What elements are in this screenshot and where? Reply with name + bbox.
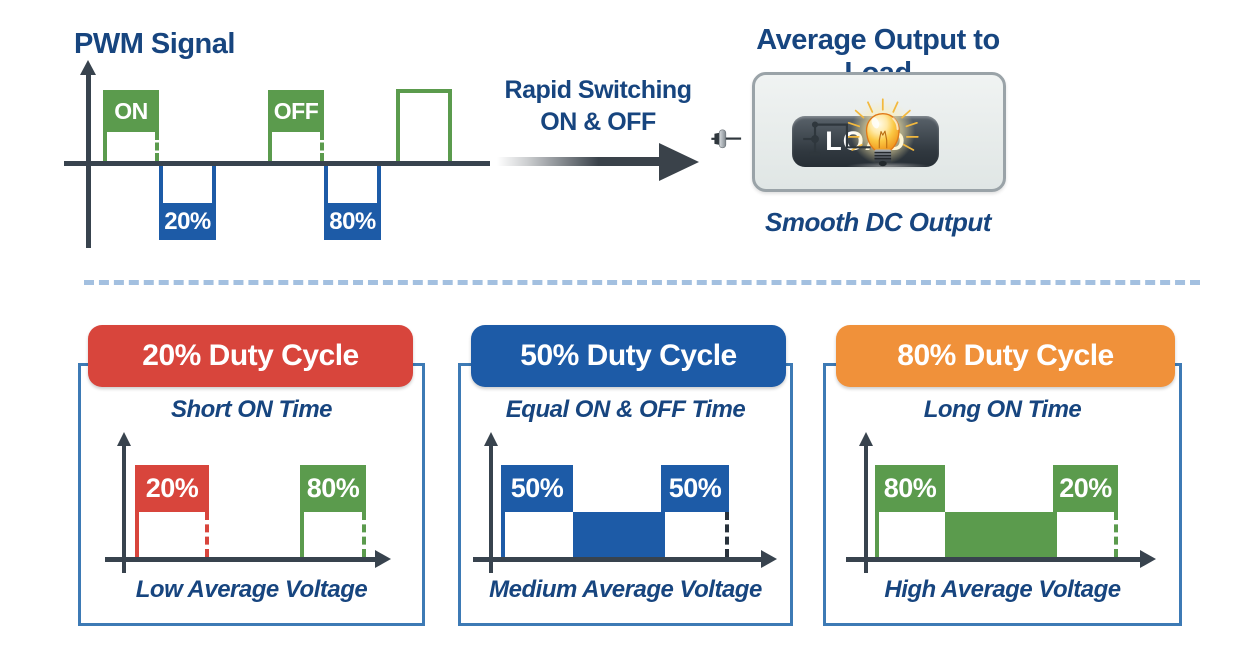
panel-subtitle: Short ON Time (170, 396, 333, 423)
mini-pulse-off: 50% (661, 465, 729, 557)
pwm-pulse-off: OFF (268, 90, 324, 161)
mini-pulse-on: 80% (875, 465, 945, 557)
transition-text-line2: ON & OFF (540, 108, 656, 136)
mini-pulse-off: 80% (300, 465, 366, 557)
pwm-signal-title: PWM Signal (74, 28, 235, 60)
off-label: OFF (268, 90, 324, 132)
dashed-edge (1114, 512, 1118, 557)
panel-subtitle: Equal ON & OFF Time (505, 396, 746, 423)
bulb-rays-icon (846, 98, 919, 151)
pulse-label: 20% (135, 465, 209, 512)
mini-x-axis (846, 557, 1142, 562)
mini-x-axis (473, 557, 763, 562)
dashed-edge (205, 512, 209, 557)
wire-to-bulb (815, 123, 871, 149)
mini-y-axis (864, 445, 868, 573)
pulse-label: 20% (1053, 465, 1118, 512)
pulse-label: 80% (875, 465, 945, 512)
mini-y-axis (122, 445, 126, 573)
dashed-edge (569, 512, 573, 557)
panel-caption: High Average Voltage (884, 576, 1121, 603)
input-connector-icon (711, 129, 742, 149)
panel-header: 50% Duty Cycle (471, 325, 786, 387)
panel-header: 80% Duty Cycle (836, 325, 1175, 387)
panel-header-label: 20% Duty Cycle (142, 339, 359, 372)
section-divider (84, 280, 1200, 285)
average-level-fill (573, 512, 661, 557)
rapid-switching-arrow-shaft (497, 157, 661, 166)
light-bulb-icon (865, 113, 900, 167)
pwm-off-box-20: 20% (159, 166, 216, 240)
mini-pulse-on: 20% (135, 465, 209, 557)
mini-x-arrow-icon (375, 550, 391, 568)
dashed-edge (362, 512, 366, 557)
mini-x-arrow-icon (761, 550, 777, 568)
dashed-edge (725, 512, 729, 557)
panel-caption: Medium Average Voltage (489, 576, 762, 603)
mini-y-arrow-icon (484, 432, 498, 446)
mini-pulse-off: 20% (1053, 465, 1118, 557)
transition-text-line1: Rapid Switching (504, 76, 692, 104)
pwm-pulse-outline (396, 89, 452, 161)
pulse-label: 50% (661, 465, 729, 512)
mini-y-arrow-icon (859, 432, 873, 446)
pwm-pulse-on: ON (103, 90, 159, 161)
circuit-and-bulb-graphic (711, 98, 930, 171)
mini-y-axis (489, 445, 493, 573)
duty-80-label: 80% (324, 203, 381, 240)
pwm-baseline (64, 161, 490, 166)
on-label: ON (103, 90, 159, 132)
panel-header-label: 50% Duty Cycle (520, 339, 737, 372)
average-level-fill (945, 512, 1053, 557)
mini-x-axis (105, 557, 377, 562)
mini-x-arrow-icon (1140, 550, 1156, 568)
mini-pulse-on: 50% (501, 465, 573, 557)
dashed-edge (155, 132, 159, 161)
panel-header-label: 80% Duty Cycle (897, 339, 1114, 372)
panel-subtitle: Long ON Time (923, 396, 1082, 423)
smooth-dc-caption: Smooth DC Output (765, 207, 991, 237)
dashed-edge (941, 512, 945, 557)
output-terminal-icon (803, 121, 821, 156)
bulb-shadow (846, 162, 930, 171)
duty-20-label: 20% (159, 203, 216, 240)
rapid-switching-arrow-head-icon (659, 143, 699, 181)
panel-header: 20% Duty Cycle (88, 325, 413, 387)
pulse-label: 50% (501, 465, 573, 512)
pwm-off-box-80: 80% (324, 166, 381, 240)
dashed-edge (320, 132, 324, 161)
duty-panel-50: 50% Duty Cycle Equal ON & OFF Time 50% 5… (458, 325, 793, 626)
panel-caption: Low Average Voltage (135, 576, 368, 603)
y-axis-arrow-icon (80, 60, 96, 75)
mini-y-arrow-icon (117, 432, 131, 446)
duty-panel-20: 20% Duty Cycle Short ON Time 20% 80% Low… (78, 325, 425, 626)
pulse-label: 80% (300, 465, 366, 512)
duty-panel-80: 80% Duty Cycle Long ON Time 80% 20% High… (823, 325, 1182, 626)
